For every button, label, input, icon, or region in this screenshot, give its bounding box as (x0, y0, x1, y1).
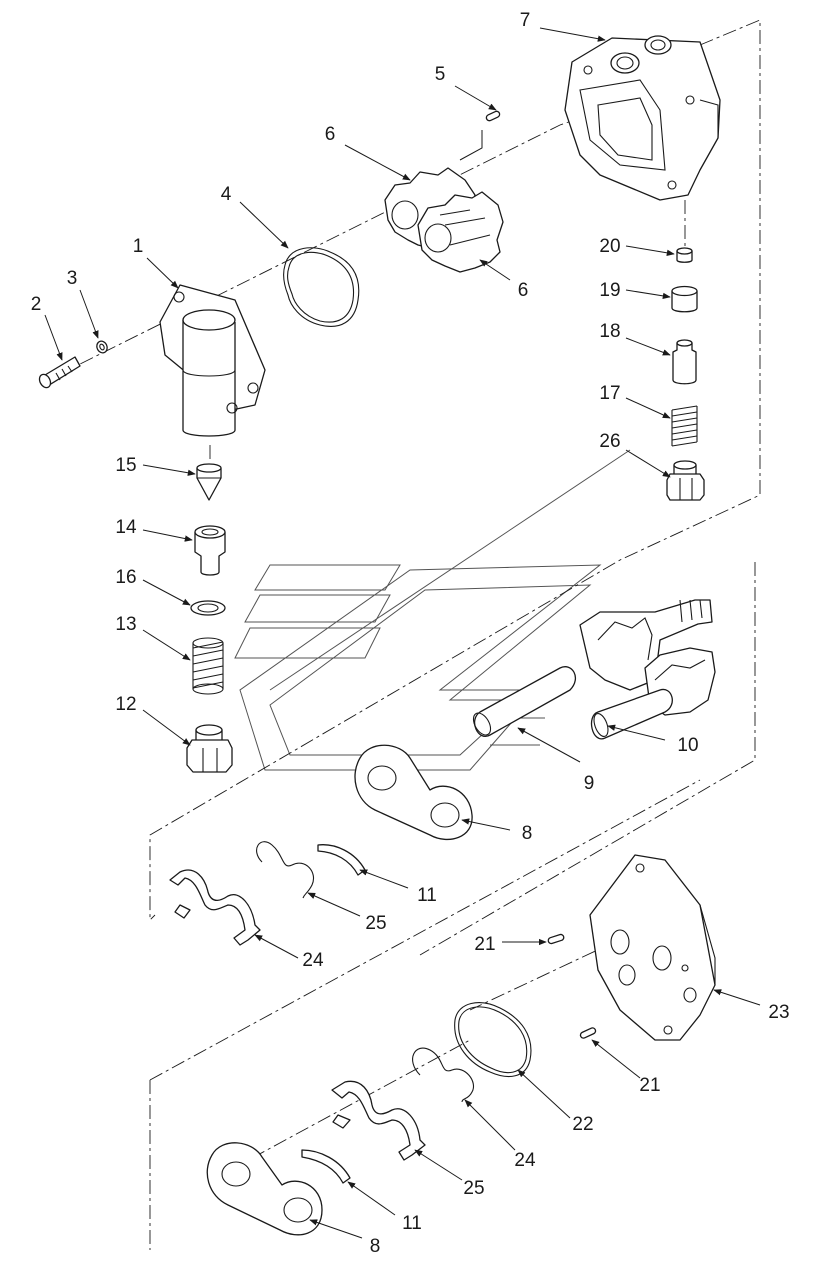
part-24-backup-ring-upper (169, 869, 261, 946)
part-20-plug (676, 247, 693, 263)
part-5-dowel-pin (459, 110, 501, 161)
part-4-seal-ring (283, 247, 360, 327)
part-3-washer (96, 340, 108, 354)
part-2-cap-screw (38, 356, 81, 389)
callout-leaders (44, 27, 761, 1239)
callout-24b: 24 (514, 1150, 536, 1171)
part-14-valve-seat (194, 525, 226, 576)
callout-3: 3 (67, 268, 78, 289)
leader-5 (454, 85, 497, 111)
leader-23 (713, 989, 761, 1006)
leader-15 (142, 464, 196, 476)
callout-15: 15 (115, 455, 136, 476)
part-11-seal-strip-upper (317, 844, 366, 876)
leader-6a (344, 144, 411, 181)
leader-21b (591, 1039, 641, 1079)
part-18-piston (672, 339, 697, 385)
leader-25a (307, 892, 361, 917)
part-8-wear-plate-lower (206, 1142, 323, 1236)
callout-1: 1 (133, 236, 144, 257)
callout-12: 12 (115, 694, 136, 715)
leader-22 (517, 1069, 571, 1119)
callout-26: 26 (599, 431, 620, 452)
callout-5: 5 (435, 64, 446, 85)
callout-20: 20 (599, 236, 620, 257)
leader-18 (625, 337, 671, 356)
part-11-seal-strip-lower (301, 1149, 351, 1184)
leader-11b (347, 1181, 396, 1216)
callout-9: 9 (584, 773, 595, 794)
leader-19 (625, 289, 671, 300)
part-25-wire-seal-upper (256, 841, 314, 899)
callout-13: 13 (115, 614, 136, 635)
callout-25a: 25 (365, 913, 386, 934)
callout-8b: 8 (370, 1236, 381, 1257)
leader-8b (309, 1219, 363, 1239)
part-17-spring (671, 405, 698, 447)
callout-2: 2 (31, 294, 42, 315)
part-15-poppet (196, 463, 222, 501)
callout-21b: 21 (639, 1075, 660, 1096)
callout-23: 23 (768, 1002, 789, 1023)
part-6-gears (384, 167, 504, 273)
callout-8a: 8 (522, 823, 533, 844)
part-1-valve-cover (159, 284, 266, 437)
leader-12 (142, 709, 191, 746)
leader-25b (414, 1149, 463, 1181)
leader-9 (517, 727, 581, 763)
part-26-plug-nut (666, 460, 705, 501)
part-7-pump-housing (564, 35, 721, 201)
part-25-backup-ring-lower (331, 1080, 426, 1161)
callout-11a: 11 (417, 885, 437, 906)
leader-24b (464, 1099, 516, 1151)
leader-16 (142, 579, 191, 606)
part-9-drive-gear-shaft (472, 599, 713, 737)
callout-labels: 7 5 6 6 4 1 3 2 20 19 18 17 26 15 14 16 … (31, 10, 790, 1257)
callout-24a: 24 (302, 950, 324, 971)
leader-26 (625, 449, 671, 478)
leader-2 (44, 314, 63, 361)
leader-14 (142, 529, 193, 542)
leader-6b (479, 259, 511, 281)
callout-21a: 21 (474, 934, 495, 955)
leader-13 (142, 629, 191, 661)
callout-10: 10 (677, 735, 698, 756)
part-19-sleeve (671, 285, 698, 313)
callout-14: 14 (115, 517, 137, 538)
callout-18: 18 (599, 321, 620, 342)
part-22-o-ring (454, 1002, 532, 1078)
leader-4 (239, 201, 289, 249)
callout-17: 17 (599, 383, 620, 404)
part-16-washer (190, 600, 226, 616)
callout-11b: 11 (402, 1213, 422, 1234)
part-23-end-cover (589, 854, 716, 1041)
leader-8a (461, 818, 511, 831)
part-24-wire-seal-lower (412, 1047, 474, 1103)
part-21-dowel-pin-lower (579, 1027, 597, 1039)
leader-7 (539, 27, 606, 42)
leader-3 (79, 289, 99, 339)
leader-10 (607, 724, 666, 741)
watermark-logo (234, 449, 631, 771)
assembly-centerlines (57, 19, 761, 1250)
leader-17 (625, 397, 671, 419)
callout-22: 22 (572, 1114, 593, 1135)
part-21-dowel-pin-upper (547, 933, 565, 945)
leader-1 (146, 257, 179, 289)
part-8-wear-plate-upper (354, 744, 473, 841)
callout-4: 4 (221, 184, 232, 205)
leader-20 (625, 245, 675, 256)
callout-25b: 25 (463, 1178, 484, 1199)
leader-24a (254, 934, 299, 959)
callout-6a: 6 (325, 124, 336, 145)
callout-19: 19 (599, 280, 620, 301)
callout-16: 16 (115, 567, 136, 588)
part-12-plug-nut (186, 724, 233, 773)
part-13-spring (192, 637, 224, 695)
leader-11a (359, 869, 409, 889)
callout-6b: 6 (518, 280, 529, 301)
callout-7: 7 (520, 10, 531, 31)
